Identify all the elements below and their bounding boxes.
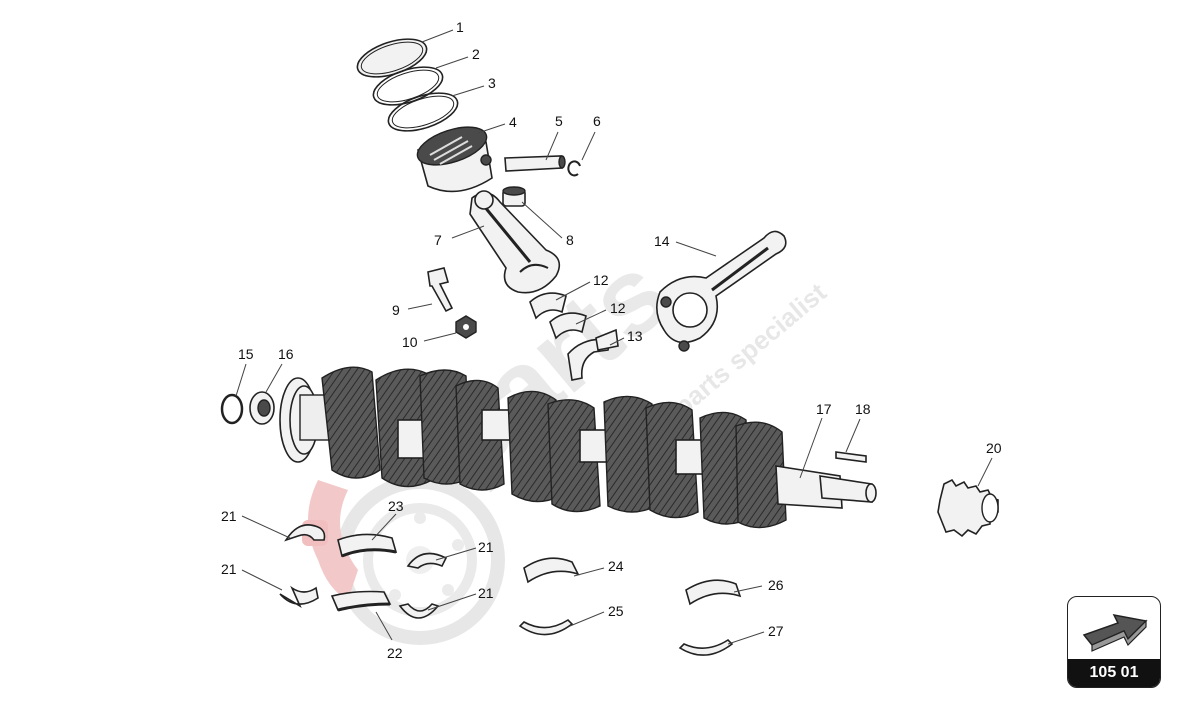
main-bearing-22 bbox=[330, 590, 392, 612]
thrust-washer-21c bbox=[406, 552, 448, 569]
callout-2: 2 bbox=[472, 46, 480, 62]
piston-ring-1 bbox=[356, 38, 428, 78]
rod-bearing-shell-lower bbox=[549, 312, 587, 340]
callout-17: 17 bbox=[816, 401, 832, 417]
callout-26: 26 bbox=[768, 577, 784, 593]
callout-15: 15 bbox=[238, 346, 254, 362]
callout-3: 3 bbox=[488, 75, 496, 91]
small-end-bushing bbox=[502, 186, 526, 207]
callout-25: 25 bbox=[608, 603, 624, 619]
crank-gear bbox=[937, 478, 999, 538]
callout-23: 23 bbox=[388, 498, 404, 514]
callout-16: 16 bbox=[278, 346, 294, 362]
page-nav-button[interactable]: 105 01 bbox=[1067, 596, 1161, 688]
callout-18: 18 bbox=[855, 401, 871, 417]
piston-ring-3 bbox=[387, 92, 459, 132]
rod-nut bbox=[455, 315, 477, 339]
callout-13: 13 bbox=[627, 328, 643, 344]
callout-7: 7 bbox=[434, 232, 442, 248]
callout-12b: 12 bbox=[610, 300, 626, 316]
connecting-rod bbox=[469, 190, 561, 294]
main-bearing-27 bbox=[678, 638, 734, 656]
callout-8: 8 bbox=[566, 232, 574, 248]
crank-circlip bbox=[220, 393, 244, 425]
callout-27: 27 bbox=[768, 623, 784, 639]
thrust-washer-21d bbox=[398, 603, 440, 619]
callout-4: 4 bbox=[509, 114, 517, 130]
callout-20: 20 bbox=[986, 440, 1002, 456]
thrust-washer-21a bbox=[284, 524, 326, 542]
rod-cap bbox=[567, 328, 619, 381]
callout-5: 5 bbox=[555, 113, 563, 129]
thrust-washer-21b bbox=[279, 585, 319, 608]
connecting-rod-assembly bbox=[656, 230, 787, 352]
piston bbox=[416, 126, 493, 193]
circlip bbox=[567, 160, 581, 177]
callout-10: 10 bbox=[402, 334, 418, 350]
main-bearing-25 bbox=[518, 618, 574, 636]
callout-labels: 1 2 3 4 5 6 7 8 9 10 12 12 13 14 15 16 1… bbox=[221, 19, 1002, 661]
callout-12a: 12 bbox=[593, 272, 609, 288]
leader-lines bbox=[235, 29, 993, 645]
callout-14: 14 bbox=[654, 233, 670, 249]
woodruff-key bbox=[835, 451, 867, 463]
callout-1: 1 bbox=[456, 19, 464, 35]
pilot-bearing bbox=[249, 391, 275, 425]
callout-21d: 21 bbox=[478, 585, 494, 601]
callout-6: 6 bbox=[593, 113, 601, 129]
crankshaft bbox=[279, 366, 877, 529]
arrow-icon bbox=[1082, 613, 1148, 652]
rod-bolt bbox=[427, 267, 454, 313]
page-ref-label: 105 01 bbox=[1068, 659, 1160, 687]
callout-24: 24 bbox=[608, 558, 624, 574]
piston-pin bbox=[504, 155, 566, 172]
callout-9: 9 bbox=[392, 302, 400, 318]
callout-21b: 21 bbox=[221, 561, 237, 577]
callout-21c: 21 bbox=[478, 539, 494, 555]
callout-22: 22 bbox=[387, 645, 403, 661]
callout-21a: 21 bbox=[221, 508, 237, 524]
main-bearing-23 bbox=[337, 533, 398, 558]
main-bearing-26 bbox=[685, 579, 742, 606]
main-bearing-24 bbox=[523, 557, 580, 584]
